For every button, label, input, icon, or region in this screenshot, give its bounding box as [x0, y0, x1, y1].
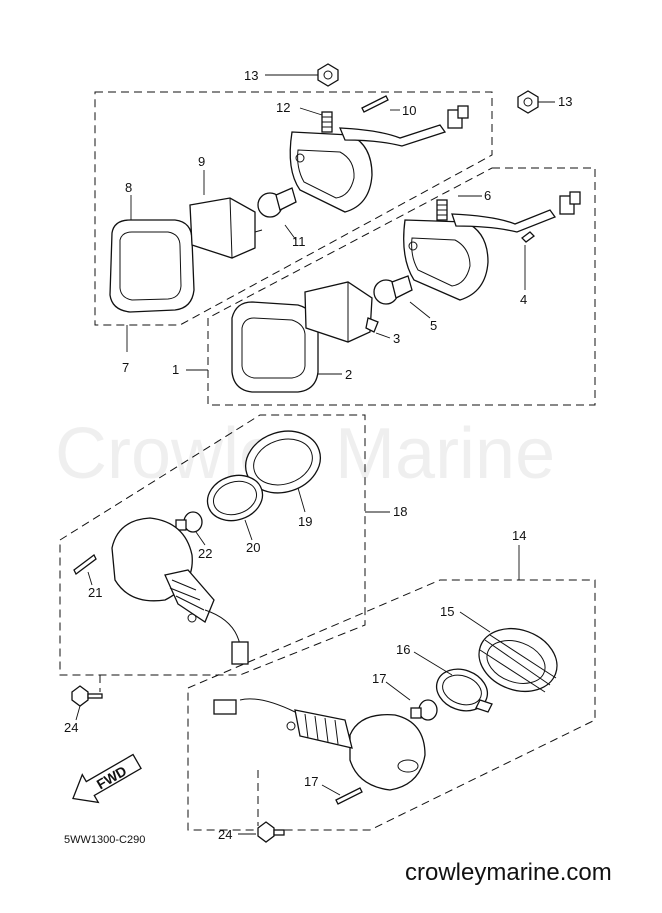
callout-6: 6 [484, 188, 491, 203]
screw-22[interactable] [73, 554, 97, 575]
fwd-arrow-icon: FWD [72, 753, 142, 804]
catalog-code: 5WW1300-C290 [64, 834, 145, 846]
callout-8: 8 [125, 180, 132, 195]
callout-1: 1 [172, 362, 179, 377]
bulb-11[interactable] [257, 187, 297, 218]
bulb-socket-9[interactable] [189, 197, 263, 259]
turn-signal-body-rear[interactable] [111, 517, 249, 665]
gasket-16[interactable] [431, 662, 494, 717]
callout-12: 12 [276, 100, 290, 115]
callout-14: 14 [512, 528, 526, 543]
callout-17: 17 [304, 774, 318, 789]
callout-2: 2 [345, 367, 352, 382]
bulb-socket-3[interactable] [304, 281, 379, 343]
callout-11: 11 [292, 234, 306, 249]
callout-21: 20 [246, 540, 260, 555]
nut-13-top[interactable] [317, 63, 339, 87]
gasket-21[interactable] [202, 468, 269, 527]
assembly-14-outline [187, 579, 596, 831]
callout-18: 17 [372, 671, 386, 686]
callout-10: 10 [402, 103, 416, 118]
callout-20: 19 [298, 514, 312, 529]
bulb-18[interactable] [410, 699, 438, 721]
callout-23: 22 [198, 546, 212, 561]
housing-6[interactable] [403, 191, 581, 301]
callout-16: 16 [396, 642, 410, 657]
turn-signal-body-front[interactable] [213, 698, 426, 791]
assembly-7-outline [94, 91, 493, 326]
callout-3: 3 [393, 331, 400, 346]
bulb-23[interactable] [175, 511, 203, 533]
callout-7: 7 [122, 360, 129, 375]
callout-13-right: 13 [558, 94, 572, 109]
callout-22: 21 [88, 585, 102, 600]
lens-8[interactable] [109, 219, 195, 313]
screw-17[interactable] [335, 787, 363, 805]
bulb-5[interactable] [373, 275, 413, 305]
callout-9: 9 [198, 154, 205, 169]
bolt-24-rear[interactable] [71, 685, 103, 707]
nut-13-right[interactable] [517, 90, 539, 114]
lens-cover-20[interactable] [238, 422, 329, 503]
lens-cover-15[interactable] [470, 618, 566, 702]
screw-4[interactable] [521, 231, 535, 243]
website-url: crowleymarine.com [405, 859, 612, 886]
lens-2[interactable] [231, 301, 319, 393]
assembly-1-outline [207, 167, 596, 406]
assembly-19-outline [59, 414, 366, 676]
callout-24-front: 24 [218, 827, 232, 842]
housing-12[interactable] [289, 105, 469, 213]
screw-10[interactable] [361, 95, 389, 113]
callout-15: 15 [440, 604, 454, 619]
callout-24-rear: 24 [64, 720, 78, 735]
callout-5: 5 [430, 318, 437, 333]
bolt-24-front[interactable] [257, 821, 285, 843]
callout-19: 18 [393, 504, 407, 519]
callout-13: 13 [244, 68, 258, 83]
callout-4: 4 [520, 292, 527, 307]
